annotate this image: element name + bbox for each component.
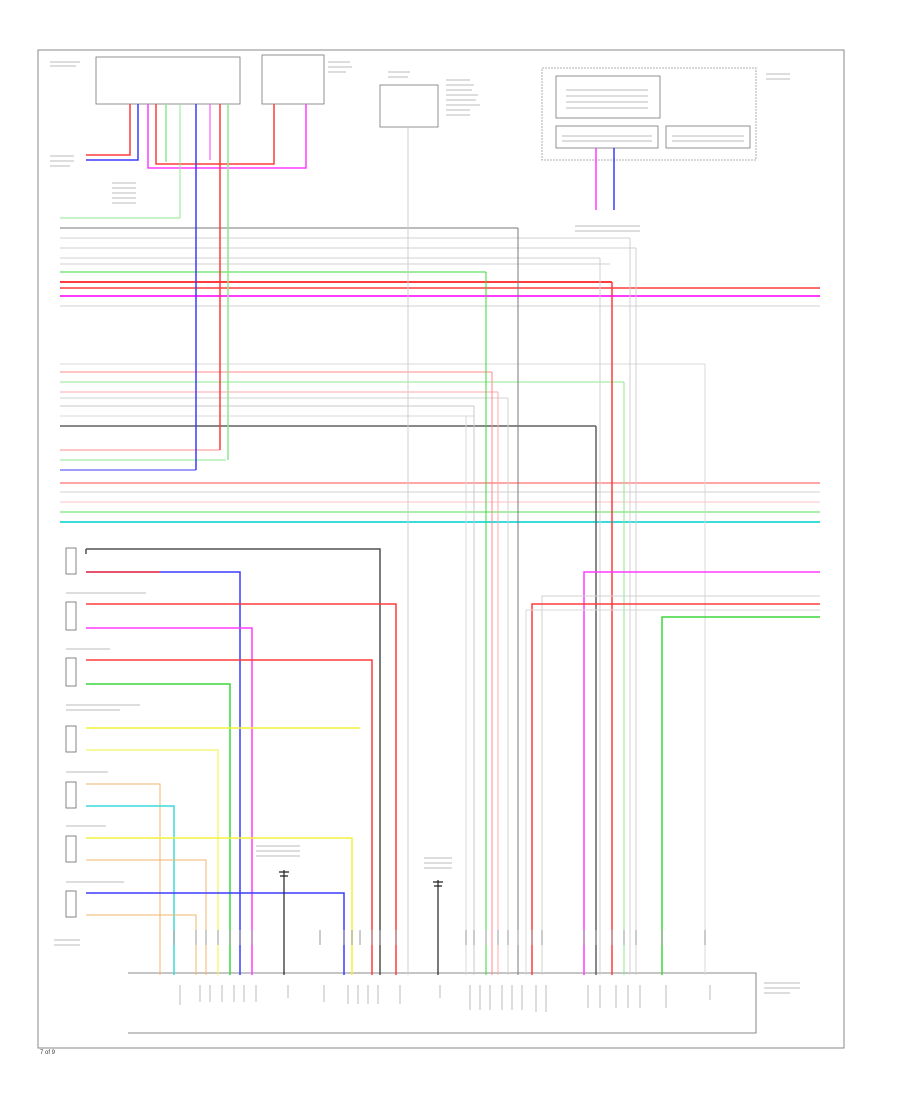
module-box-upper <box>555 75 661 119</box>
ground-icon <box>279 870 289 975</box>
junction-box <box>379 84 439 128</box>
middle-bus-wires <box>60 363 820 523</box>
speaker-icon <box>65 657 77 687</box>
vertical-wires <box>465 228 706 975</box>
upper-bus-wires <box>60 217 820 307</box>
ground-symbols <box>279 870 443 975</box>
module-box-lower-right <box>665 125 751 149</box>
module-box-lower-left <box>555 125 659 149</box>
speaker-icon <box>65 781 77 809</box>
ground-icon <box>433 880 443 975</box>
speaker-icon <box>65 725 77 753</box>
diagram-frame <box>37 49 845 1049</box>
label-marks <box>50 61 800 994</box>
speaker-icon <box>65 835 77 863</box>
pin-ticks <box>173 930 706 945</box>
speaker-icon <box>65 547 77 575</box>
top-small-box <box>261 54 325 105</box>
top-connector-box <box>95 56 241 105</box>
main-unit-box <box>128 972 757 1034</box>
right-feed-wires <box>525 571 820 975</box>
pin-label-marks <box>179 985 711 1012</box>
footer-code: 7 of 9 <box>40 1050 56 1056</box>
top-connector-drops <box>86 104 615 975</box>
speaker-wires <box>85 548 397 975</box>
speaker-icon <box>65 890 77 918</box>
speaker-symbols <box>65 547 77 918</box>
speaker-icon <box>65 601 77 631</box>
